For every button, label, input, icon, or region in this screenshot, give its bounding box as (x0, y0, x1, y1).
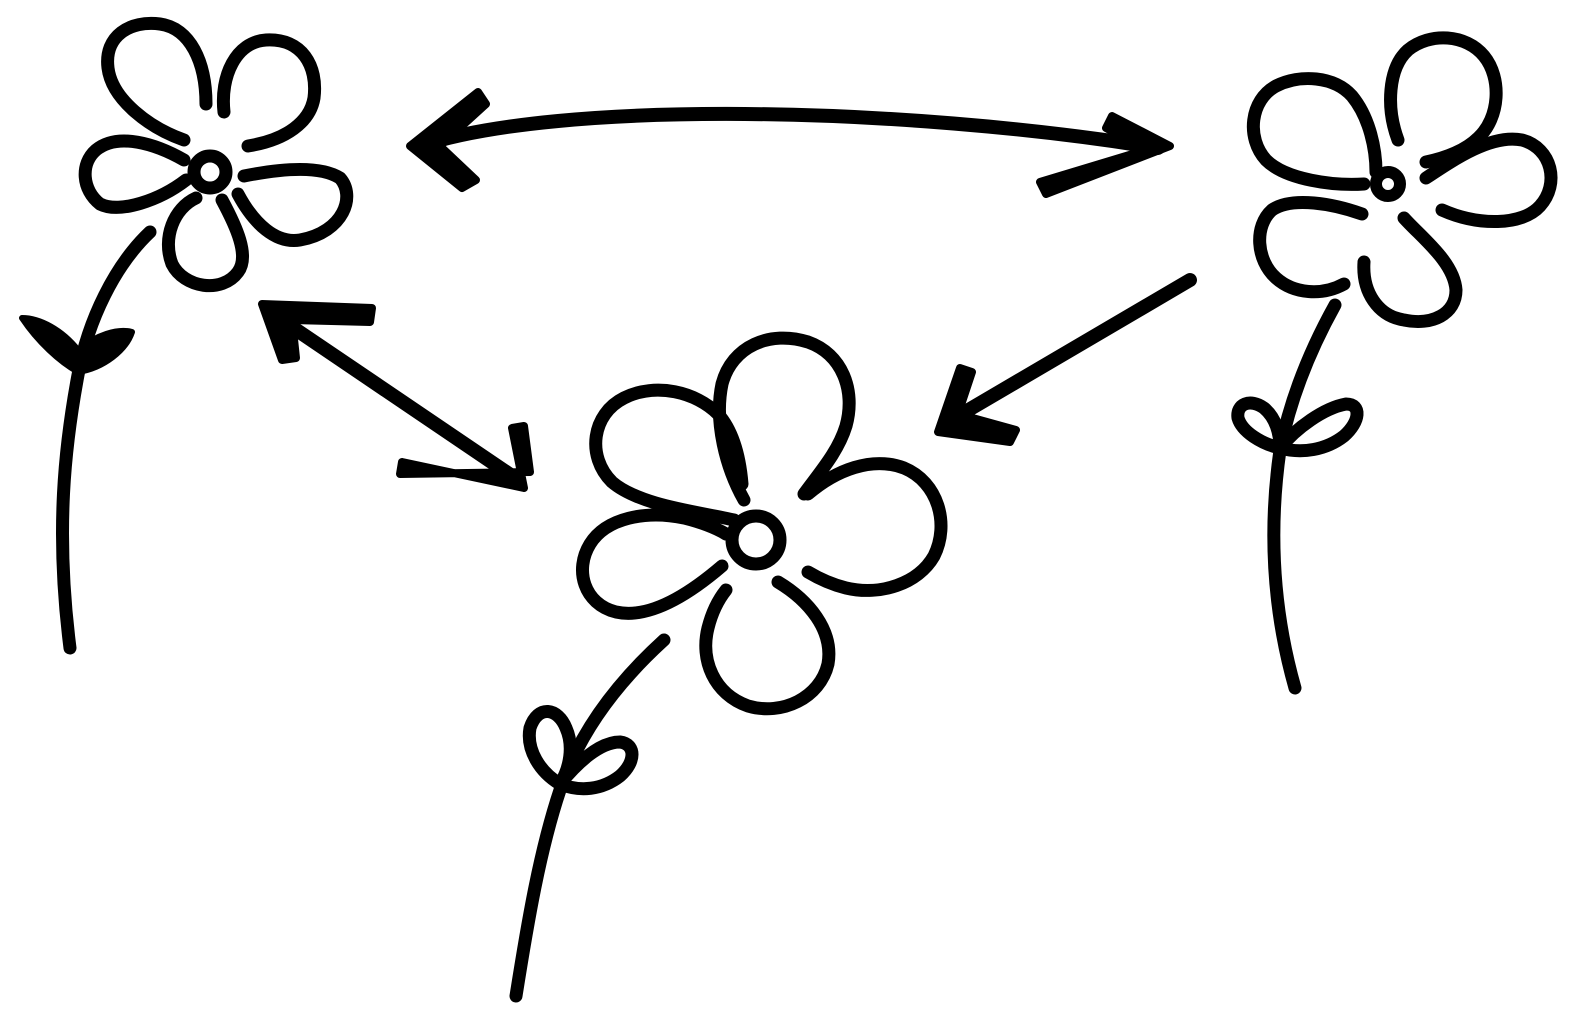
arrow-top-left-to-bottom-center (262, 304, 530, 488)
flower-center (732, 516, 780, 564)
arrow-line (420, 114, 1158, 148)
flower-center (1376, 172, 1400, 196)
flower-center (194, 156, 226, 188)
arrow-line (948, 280, 1190, 422)
arrow-top-left-to-top-right (410, 92, 1170, 194)
flower-icon-top-right (1238, 38, 1551, 688)
arrow-head-left (410, 92, 486, 188)
flower-stem (516, 640, 664, 996)
arrow-line (270, 312, 518, 480)
arrow-top-right-to-bottom-center (938, 280, 1190, 442)
flower-stem (22, 232, 150, 648)
arrow-head-lower (400, 426, 530, 488)
flower-icon-bottom-center (516, 338, 941, 996)
flower-stem (1238, 305, 1357, 688)
